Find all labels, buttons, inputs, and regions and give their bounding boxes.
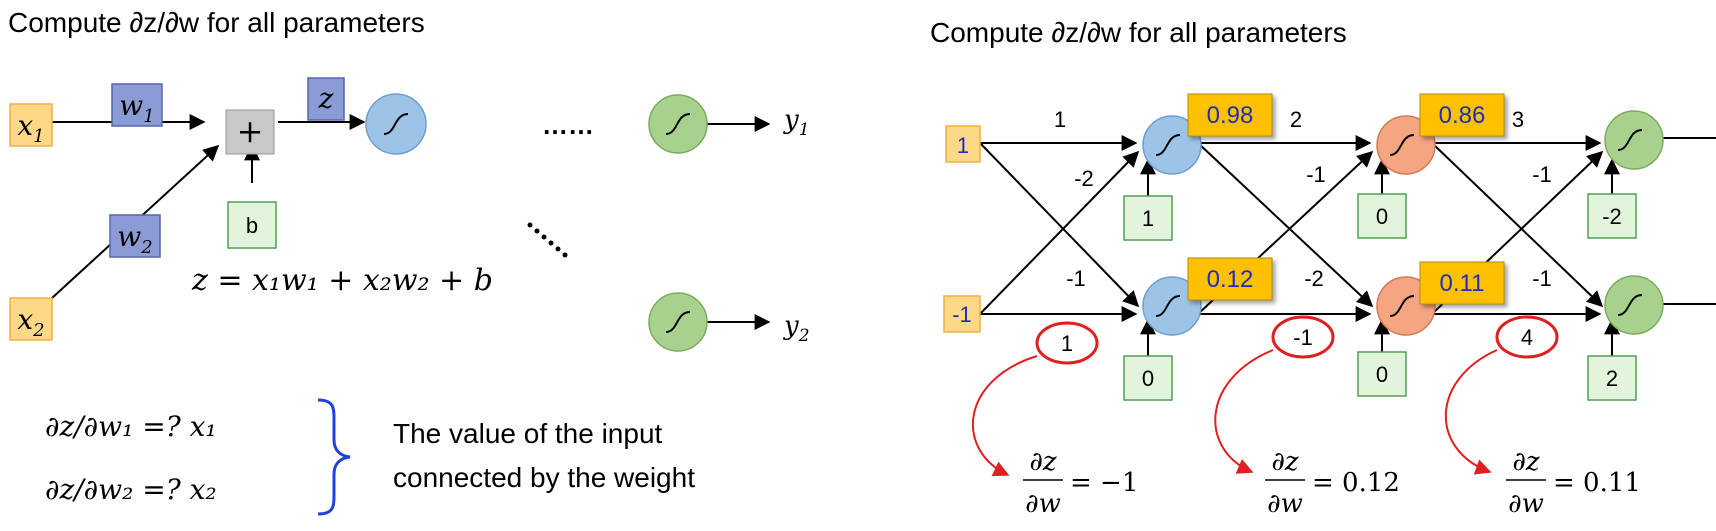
circled-value-3: 4 [1495,315,1559,359]
bias-l1-top: 1 [1123,195,1173,241]
svg-text:0.86: 0.86 [1439,102,1486,129]
weight-labels: 1 -2 -1 2 -1 -2 3 -1 -1 [1054,107,1552,291]
svg-text:x2: x2 [17,303,44,341]
neuron-output-2 [648,292,708,352]
z-equation: z = x₁w₁ + x₂w₂ + b [191,263,493,298]
svg-text:1: 1 [1142,206,1154,231]
grad-question-w1: ∂z/∂w₁ =? x₁ [45,410,217,443]
bias-l2-bottom: 0 [1357,351,1407,397]
svg-text:-1: -1 [1532,162,1552,187]
neuron-l1-bottom [1142,276,1202,336]
svg-text:0.98: 0.98 [1207,102,1254,129]
svg-text:x1: x1 [17,109,44,147]
svg-text:0: 0 [1376,204,1388,229]
svg-text:w2: w2 [117,220,152,258]
svg-text:∂z: ∂z [1271,447,1298,477]
svg-text:1: 1 [1054,107,1066,132]
svg-text:-1: -1 [1306,162,1326,187]
svg-text:= 0.11: = 0.11 [1553,468,1641,498]
svg-text:1: 1 [1061,331,1073,356]
input-1: 1 [945,125,981,163]
svg-text:0: 0 [1376,362,1388,387]
svg-text:-2: -2 [1074,166,1094,191]
svg-text:∂w: ∂w [1267,489,1303,519]
gradient-result-2: ∂z ∂w = 0.12 [1265,447,1400,519]
neuron-blue [365,93,427,155]
svg-text:= 0.12: = 0.12 [1312,468,1400,498]
right-title: Compute ∂z/∂w for all parameters [930,17,1347,48]
svg-text:0.11: 0.11 [1440,270,1485,297]
input-x2: x2 [9,297,53,341]
svg-text:-2: -2 [1304,266,1324,291]
sum-node: + [225,109,275,155]
svg-text:∂z: ∂z [1512,447,1539,477]
activation-l1-bottom: 0.12 [1187,257,1273,301]
svg-text:-2: -2 [1602,204,1622,229]
svg-text:-1: -1 [1293,325,1313,350]
svg-text:= −1: = −1 [1070,468,1138,498]
svg-text:0: 0 [1142,366,1154,391]
svg-text:-1: -1 [1532,266,1552,291]
activation-l1-top: 0.98 [1187,93,1273,137]
brace [317,398,351,516]
circled-value-1: 1 [1035,321,1099,365]
activation-l2-bottom: 0.11 [1419,261,1505,305]
bias-b: b [227,201,277,249]
left-title: Compute ∂z/∂w for all parameters [8,7,425,38]
svg-text:0.12: 0.12 [1207,266,1254,293]
svg-text:z: z [318,82,334,115]
circled-value-2: -1 [1271,315,1335,359]
grad-question-w2: ∂z/∂w₂ =? x₂ [45,473,217,506]
svg-text:4: 4 [1521,325,1533,350]
activation-l2-top: 0.86 [1419,93,1505,137]
bias-l2-top: 0 [1357,193,1407,239]
dots-horizontal: …… [542,110,594,140]
output-y1: y1 [783,105,810,140]
bias-l3-top: -2 [1587,193,1637,239]
gradient-result-3: ∂z ∂w = 0.11 [1506,447,1641,519]
explain-line-2: connected by the weight [393,462,695,493]
weight-w1: w1 [111,83,163,127]
gradient-result-1: ∂z ∂w = −1 [1023,447,1138,519]
neuron-output-1 [648,94,708,154]
right-panel: Compute ∂z/∂w for all parameters [930,17,1716,519]
svg-text:3: 3 [1512,107,1524,132]
bias-l3-bottom: 2 [1587,355,1637,401]
neuron-l3-top [1604,110,1664,170]
weight-w2: w2 [109,214,161,258]
svg-text:2: 2 [1290,107,1302,132]
neuron-l3-bottom [1604,275,1664,335]
svg-text:∂w: ∂w [1025,489,1061,519]
z-box: z [307,77,345,121]
bias-l1-bottom: 0 [1123,355,1173,401]
svg-text:w1: w1 [119,89,154,127]
svg-text:b: b [246,213,258,238]
neuron-l1-top [1142,115,1202,175]
red-arrows [972,349,1498,477]
svg-text:∂w: ∂w [1508,489,1544,519]
svg-text:2: 2 [1606,366,1618,391]
svg-text:-1: -1 [1066,266,1086,291]
left-panel: Compute ∂z/∂w for all parameters x1 x2 [8,7,810,516]
dots-diagonal [527,222,568,258]
input-x1: x1 [9,103,53,147]
svg-text:-1: -1 [952,302,972,327]
plus-icon: + [237,112,264,150]
input-2: -1 [943,295,981,333]
explain-line-1: The value of the input [393,418,663,449]
svg-text:∂z: ∂z [1029,447,1056,477]
svg-text:1: 1 [957,133,969,158]
output-y2: y2 [783,311,810,346]
